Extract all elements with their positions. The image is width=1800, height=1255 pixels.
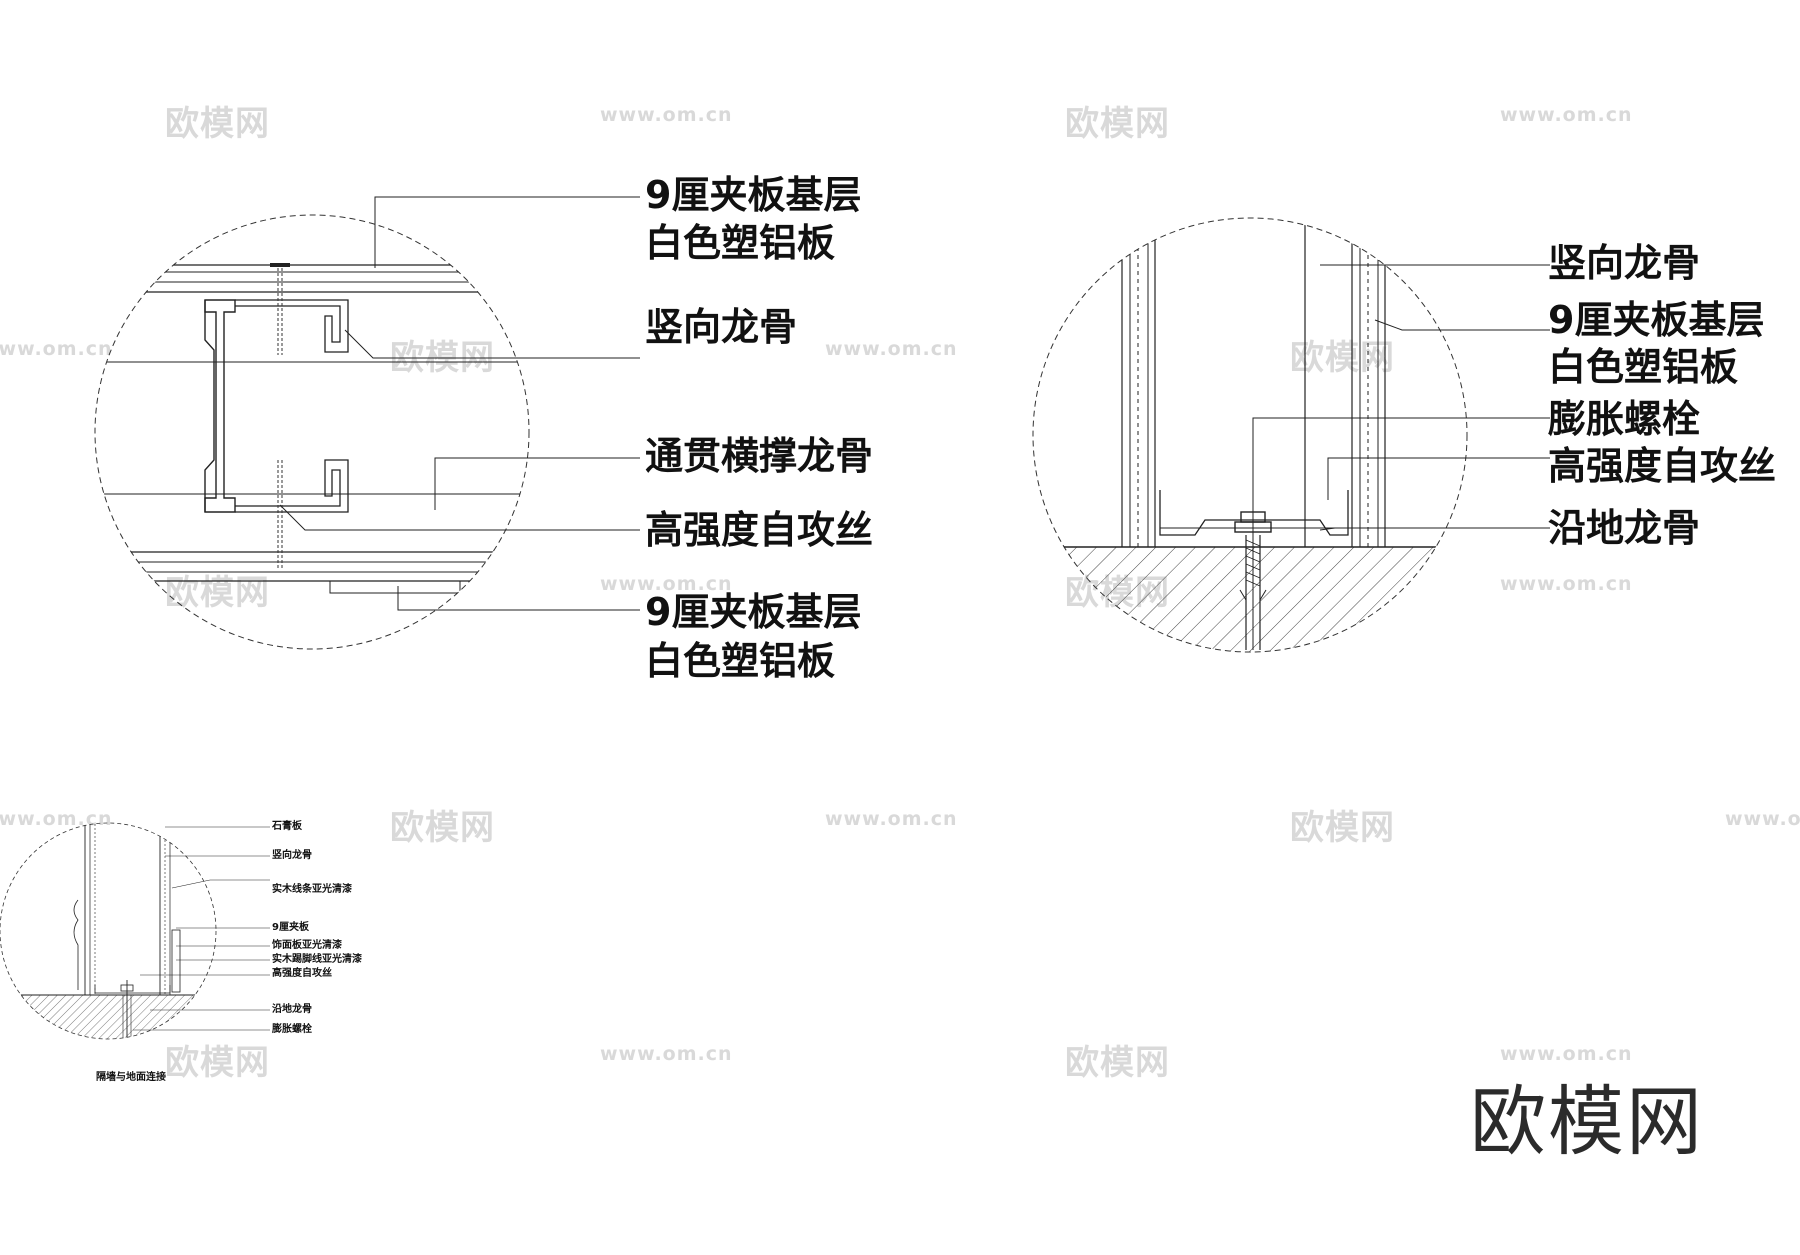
label-skirting: 实木踢脚线亚光清漆	[272, 954, 362, 965]
label-aluminum-plastic-panel-top: 白色塑铝板	[645, 221, 836, 265]
label-plywood-base-bottom: 9厘夹板基层	[645, 590, 862, 634]
label-vertical-stud: 竖向龙骨	[645, 305, 798, 349]
label-self-tapping-screw: 高强度自攻丝	[645, 508, 874, 552]
watermark-url: www.om.cn	[0, 808, 113, 830]
label-expansion-bolt: 膨胀螺栓	[1548, 397, 1701, 441]
label-through-brace-stud: 通贯横撑龙骨	[645, 434, 874, 478]
label-expansion-bolt: 膨胀螺栓	[272, 1024, 312, 1035]
label-floor-track: 沿地龙骨	[1548, 506, 1701, 550]
watermark-url: www.om.cn	[600, 1043, 733, 1065]
watermark-url: www.om.cn	[0, 338, 113, 360]
watermark-url: www.om.cn	[825, 808, 958, 830]
watermark-logo: 欧模网	[165, 573, 270, 613]
label-self-tapping-screw: 高强度自攻丝	[1548, 444, 1777, 488]
watermark-url: www.om.cn	[600, 104, 733, 126]
detail-c-caption: 隔墙与地面连接	[96, 1072, 166, 1083]
watermark-logo: 欧模网	[1290, 808, 1395, 848]
detail-a-boundary	[94, 214, 530, 650]
watermark-logo: 欧模网	[165, 104, 270, 144]
watermark-url: www.om.cn	[825, 338, 958, 360]
label-floor-track: 沿地龙骨	[272, 1004, 312, 1015]
detail-b-section	[1032, 217, 1550, 653]
label-vertical-stud: 竖向龙骨	[1548, 241, 1701, 285]
detail-c-section	[0, 822, 270, 1040]
label-aluminum-plastic-panel: 白色塑铝板	[1548, 345, 1739, 389]
watermark-logo: 欧模网	[1065, 1043, 1170, 1083]
watermark-logo: 欧模网	[165, 1043, 270, 1083]
label-veneer-panel: 饰面板亚光清漆	[272, 940, 342, 951]
label-plywood: 9厘夹板	[272, 922, 309, 933]
label-plywood-base: 9厘夹板基层	[1548, 298, 1765, 342]
label-vertical-stud: 竖向龙骨	[272, 850, 312, 861]
watermark-logo: 欧模网	[390, 808, 495, 848]
label-gypsum-board: 石膏板	[272, 821, 302, 832]
watermark-logo: 欧模网	[1290, 338, 1395, 378]
watermark-url: www.om.cn	[1500, 573, 1633, 595]
label-self-tapping-screw: 高强度自攻丝	[272, 968, 332, 979]
detail-a-section	[94, 196, 640, 650]
detail-a-content	[95, 263, 529, 594]
watermark-url: www.om.cn	[1500, 1043, 1633, 1065]
detail-c-content	[0, 823, 216, 1039]
watermark-url: www.om.cn	[1725, 808, 1800, 830]
brand-logo: 欧模网	[1470, 1077, 1704, 1166]
label-aluminum-plastic-panel-bottom: 白色塑铝板	[645, 639, 836, 683]
watermark-logo: 欧模网	[1065, 104, 1170, 144]
label-plywood-base-top: 9厘夹板基层	[645, 173, 862, 217]
watermark-url: www.om.cn	[600, 573, 733, 595]
watermark-url: www.om.cn	[1500, 104, 1633, 126]
label-wood-trim: 实木线条亚光清漆	[272, 884, 352, 895]
detail-b-content	[1033, 218, 1467, 652]
